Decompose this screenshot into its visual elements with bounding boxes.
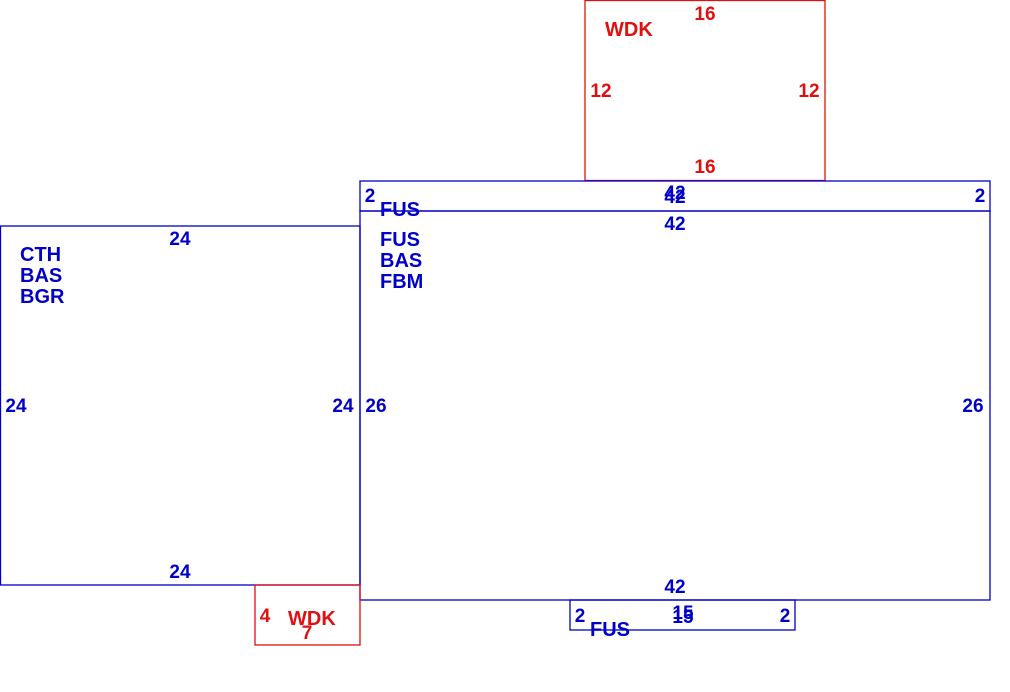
bottom-deck-label: WDK [288,608,336,630]
upper-strip-dim-right: 2 [975,186,986,207]
main-area-dim-right: 26 [962,396,983,417]
top-deck-dim-bottom: 16 [694,157,715,178]
bottom-strip-outline [569,599,796,631]
left-area-dim-top: 24 [169,229,191,250]
upper-strip-label: FUS [380,199,420,221]
upper-strip-dim-top: 42 [664,183,685,204]
bottom-strip-dim-top: 15 [672,603,694,624]
left-area-dim-bottom: 24 [169,562,191,583]
bottom-deck-dim-bottom: 7 [302,623,313,644]
top-deck-dim-top: 16 [694,4,715,25]
main-area-label-2: BAS [380,250,422,272]
top-deck: WDK 16 16 12 12 [584,0,826,182]
left-area: CTH BAS BGR 24 24 24 24 [0,225,361,586]
main-area-dim-bottom: 42 [664,577,685,598]
upper-strip-dim-bottom: 42 [664,187,685,208]
upper-strip-dim-left: 2 [365,186,376,207]
bottom-strip: FUS 15 15 2 2 [569,599,796,641]
bottom-deck-outline [254,584,361,646]
left-area-outline [0,225,361,586]
main-area-outline [359,210,991,601]
main-area-dim-left: 26 [365,396,386,417]
top-deck-label: WDK [605,19,653,41]
top-deck-dim-left: 12 [590,81,611,102]
left-area-label-3: BGR [20,286,65,308]
left-area-dim-right: 24 [332,396,354,417]
left-area-dim-left: 24 [5,396,27,417]
bottom-strip-dim-right: 2 [780,606,791,627]
bottom-strip-dim-bottom: 15 [672,607,694,628]
left-area-label-1: CTH [20,244,61,266]
bottom-deck-dim-left: 4 [260,606,271,627]
main-area-dim-top: 42 [664,214,685,235]
left-area-label-2: BAS [20,265,62,287]
main-area-label-1: FUS [380,229,420,251]
top-deck-dim-right: 12 [798,81,819,102]
main-area-label-3: FBM [380,271,423,293]
bottom-strip-label: FUS [590,619,630,641]
main-area: FUS BAS FBM 42 42 26 26 [359,210,991,601]
bottom-deck: WDK 4 7 [254,584,361,646]
bottom-strip-dim-left: 2 [575,606,586,627]
